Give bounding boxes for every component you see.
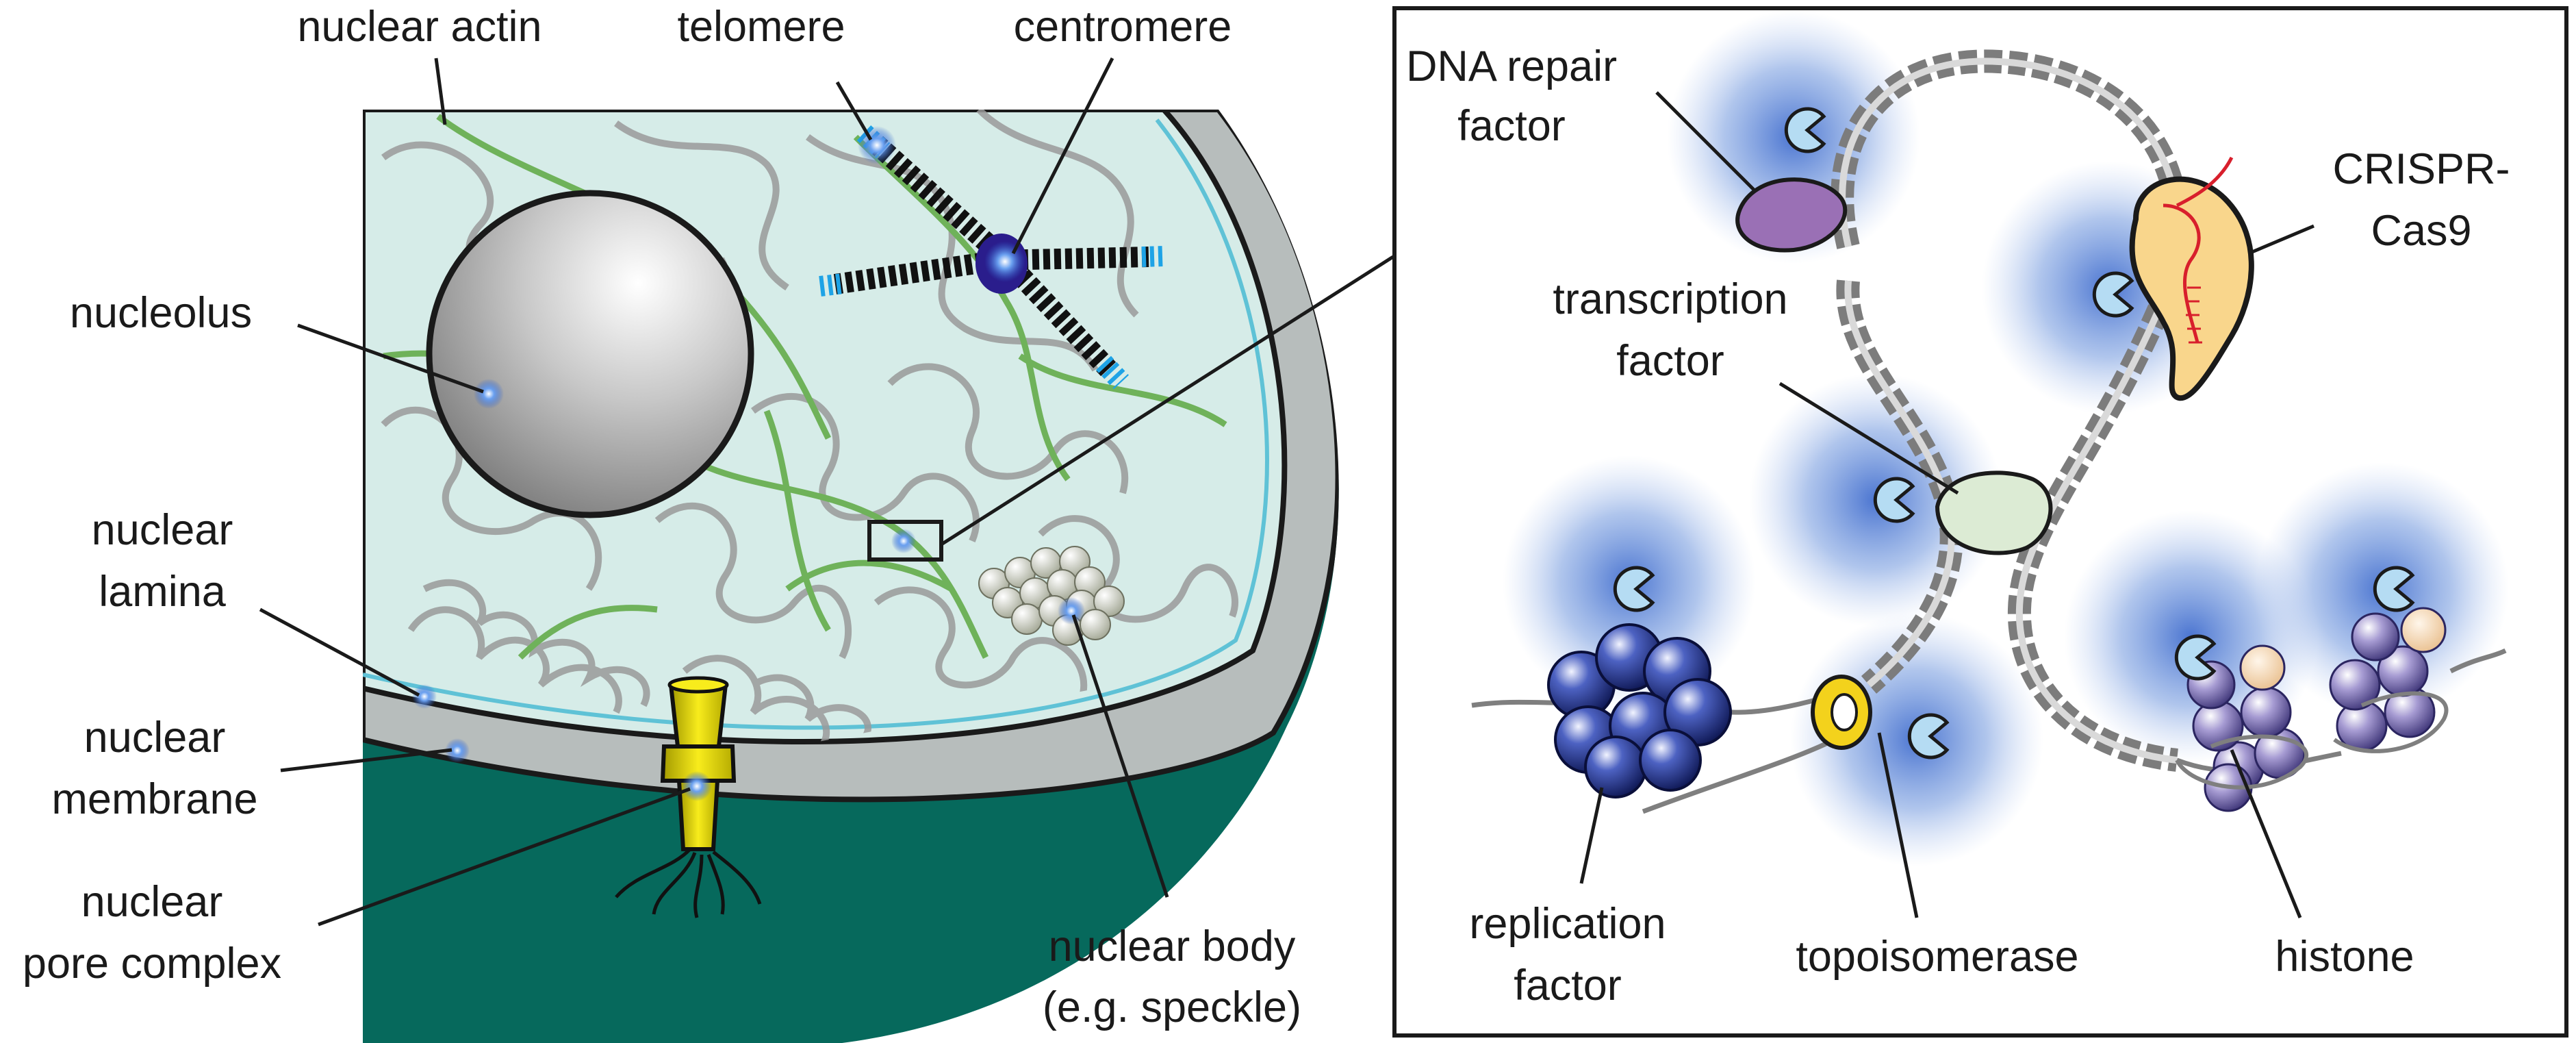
label-nuclear-pore-2: pore complex xyxy=(23,940,281,988)
label-telomere: telomere xyxy=(677,3,845,51)
label-nuclear-pore-1: nuclear xyxy=(81,878,223,926)
tag-icon xyxy=(2174,634,2217,681)
telomere-marker xyxy=(858,126,896,164)
label-transcription-2: factor xyxy=(1616,337,1724,385)
histone-octamer-2 xyxy=(2329,607,2447,752)
centromere-marker xyxy=(984,241,1025,282)
nuclear-body-marker xyxy=(1058,597,1085,625)
histone-wrap-dna xyxy=(2175,691,2449,790)
tag-icon xyxy=(2373,566,2415,612)
zoom-region-marker xyxy=(891,529,916,553)
pore-marker xyxy=(682,771,712,801)
crispr-cas9-protein xyxy=(2129,156,2254,401)
right-leader-lines xyxy=(1579,91,2314,918)
label-nuclear-membrane-1: nuclear xyxy=(84,714,226,762)
label-nuclear-body-2: (e.g. speckle) xyxy=(1043,983,1301,1031)
nucleolus-marker xyxy=(474,379,504,409)
label-dna-repair-1: DNA repair xyxy=(1406,42,1617,90)
nuclear-pore-complex xyxy=(615,676,762,918)
zoom-inset: DNA repair factor CRISPR- Cas9 transcrip… xyxy=(1392,6,2568,1038)
replication-factor-complex xyxy=(1547,623,1732,799)
label-nuclear-lamina-1: nuclear xyxy=(92,506,233,554)
label-topoisomerase: topoisomerase xyxy=(1796,933,2078,981)
label-nuclear-body-1: nuclear body xyxy=(1049,922,1296,970)
nucleus-illustration: nuclear actin telomere centromere nucleo… xyxy=(23,3,1394,1043)
label-nucleolus: nucleolus xyxy=(70,289,252,337)
topoisomerase-ring xyxy=(1811,675,1872,750)
lamina-marker xyxy=(412,684,437,709)
label-nuclear-lamina-2: lamina xyxy=(99,568,227,616)
label-dna-repair-2: factor xyxy=(1457,102,1566,150)
tag-icons xyxy=(1613,107,2415,759)
label-histone: histone xyxy=(2275,933,2414,981)
transcription-factor-protein xyxy=(1935,470,2053,555)
chromosome xyxy=(819,125,1164,390)
label-crispr-1: CRISPR- xyxy=(2332,145,2510,193)
zoom-region-box xyxy=(867,520,943,562)
tag-icon xyxy=(1907,713,1950,759)
histone-octamer-1 xyxy=(2186,644,2306,812)
dna-repair-factor-protein xyxy=(1735,177,1848,253)
tag-icon xyxy=(2092,271,2134,318)
tag-icon xyxy=(1784,107,1826,153)
left-leader-lines xyxy=(259,57,1394,927)
tag-icon xyxy=(1613,566,1655,612)
label-crispr-2: Cas9 xyxy=(2371,207,2471,255)
nucleolus-sphere xyxy=(426,190,754,518)
label-transcription-1: transcription xyxy=(1553,275,1787,323)
nuclear-speckle xyxy=(978,546,1125,646)
tag-icon xyxy=(1873,477,1915,523)
right-labels: DNA repair factor CRISPR- Cas9 transcrip… xyxy=(1406,42,2510,1009)
left-labels: nuclear actin telomere centromere nucleo… xyxy=(23,3,1301,1031)
label-nuclear-actin: nuclear actin xyxy=(297,3,541,51)
label-centromere: centromere xyxy=(1014,3,1232,51)
label-replication-2: factor xyxy=(1514,962,1622,1009)
label-replication-1: replication xyxy=(1469,900,1666,948)
label-nuclear-membrane-2: membrane xyxy=(51,775,257,823)
membrane-marker xyxy=(445,738,470,763)
